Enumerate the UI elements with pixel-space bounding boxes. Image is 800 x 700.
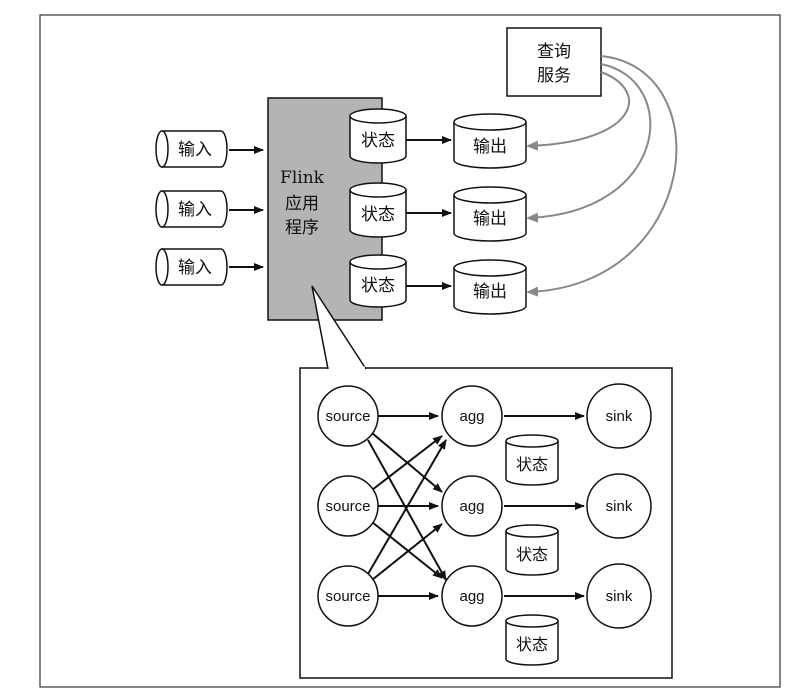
state-label: 状态: [516, 455, 548, 474]
app-state-cylinder-2: 状态: [349, 182, 407, 238]
app-state-cylinder-1: 状态: [349, 108, 407, 164]
agg-label: agg: [459, 408, 484, 425]
state-label: 状态: [361, 276, 395, 296]
app-label-line2: 应用: [285, 194, 319, 214]
input-cylinder-2: 输入: [155, 190, 228, 228]
query-arrow: [526, 55, 678, 297]
state-label: 状态: [361, 131, 395, 151]
state-label: 状态: [361, 205, 395, 225]
sink-label: sink: [606, 408, 633, 425]
source-label: source: [325, 588, 370, 605]
input-label: 输入: [178, 140, 212, 160]
output-cylinder-2: 输出: [453, 186, 527, 242]
state-label: 状态: [516, 545, 548, 564]
input-cylinder-3: 输入: [155, 248, 228, 286]
query-label-line1: 查询: [537, 42, 571, 62]
agg-node-2: agg: [441, 475, 503, 537]
detail-state-cylinder-3: 状态: [505, 614, 559, 666]
detail-state-cylinder-2: 状态: [505, 524, 559, 576]
app-label-line3: 程序: [285, 218, 319, 238]
agg-sink-edges: [504, 412, 585, 600]
input-cylinder-1: 输入: [155, 130, 228, 168]
input-label: 输入: [178, 200, 212, 220]
source-agg-edges: [367, 412, 447, 600]
output-label: 输出: [473, 282, 507, 302]
callout-pointer: [311, 285, 367, 370]
input-label: 输入: [178, 258, 212, 278]
source-node-2: source: [317, 475, 379, 537]
sink-node-3: sink: [586, 563, 652, 629]
state-label: 状态: [516, 635, 548, 654]
output-cylinder-3: 输出: [453, 259, 527, 315]
source-label: source: [325, 498, 370, 515]
sink-label: sink: [606, 498, 633, 515]
agg-label: agg: [459, 498, 484, 515]
app-state-cylinder-3: 状态: [349, 254, 407, 308]
output-label: 输出: [473, 137, 507, 157]
query-arrow: [526, 63, 652, 223]
source-node-1: source: [317, 385, 379, 447]
source-label: source: [325, 408, 370, 425]
sink-label: sink: [606, 588, 633, 605]
app-label-line1: Flink: [280, 168, 325, 188]
agg-label: agg: [459, 588, 484, 605]
agg-node-3: agg: [441, 565, 503, 627]
detail-state-cylinder-1: 状态: [505, 434, 559, 486]
agg-node-1: agg: [441, 385, 503, 447]
query-arrow: [526, 71, 630, 151]
query-label-line2: 服务: [537, 66, 571, 86]
figure-frame: [39, 14, 781, 688]
query-service-box: [506, 27, 602, 97]
output-label: 输出: [473, 209, 507, 229]
output-cylinder-1: 输出: [453, 113, 527, 169]
sink-node-1: sink: [586, 383, 652, 449]
source-node-3: source: [317, 565, 379, 627]
sink-node-2: sink: [586, 473, 652, 539]
